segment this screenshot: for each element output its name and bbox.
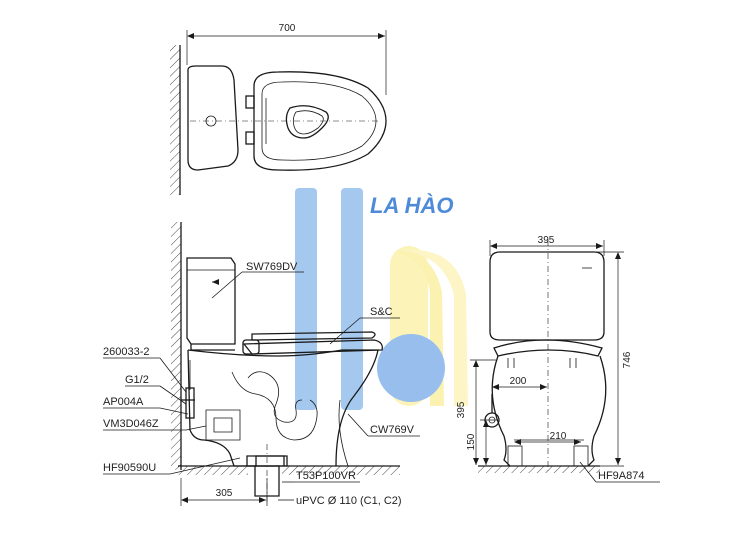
logo-yellow-arch-3: [404, 249, 468, 406]
top-view: 700: [170, 23, 387, 195]
label-hf9a874: HF9A874: [598, 470, 644, 482]
dim-depth-700: 700: [279, 23, 296, 34]
brand-logo: LA HÀO: [295, 188, 468, 410]
label-sw769dv: SW769DV: [246, 261, 298, 273]
dim-width-395: 395: [538, 235, 555, 246]
label-hf90590u: HF90590U: [103, 462, 156, 474]
label-g1-2: G1/2: [125, 374, 149, 386]
label-vm3d046z: VM3D046Z: [103, 418, 159, 430]
dim-foot-spacing-210: 210: [550, 431, 567, 442]
dim-rough-in-305: 305: [216, 488, 233, 499]
logo-blue-bar-left: [295, 188, 317, 410]
logo-blue-bar-right: [341, 188, 363, 410]
label-cw769v: CW769V: [370, 424, 415, 436]
label-260033-2: 260033-2: [103, 346, 150, 358]
front-view: 395 746 200 395 150 210 HF9A874: [456, 235, 660, 483]
dim-height-746: 746: [622, 351, 633, 368]
dim-supply-height-150: 150: [466, 433, 477, 450]
label-sc: S&C: [370, 306, 393, 318]
brand-name: LA HÀO: [370, 193, 454, 218]
logo-blue-dot: [377, 334, 445, 402]
dim-inlet-height-395: 395: [456, 401, 467, 418]
side-view: SW769DV S&C 260033-2 G1/2 AP004A VM3D046…: [103, 222, 420, 507]
label-ap004a: AP004A: [103, 396, 144, 408]
dim-inlet-offset-200: 200: [510, 376, 527, 387]
label-upvc: uPVC Ø 110 (C1, C2): [296, 495, 402, 507]
label-t53p100vr: T53P100VR: [296, 470, 356, 482]
